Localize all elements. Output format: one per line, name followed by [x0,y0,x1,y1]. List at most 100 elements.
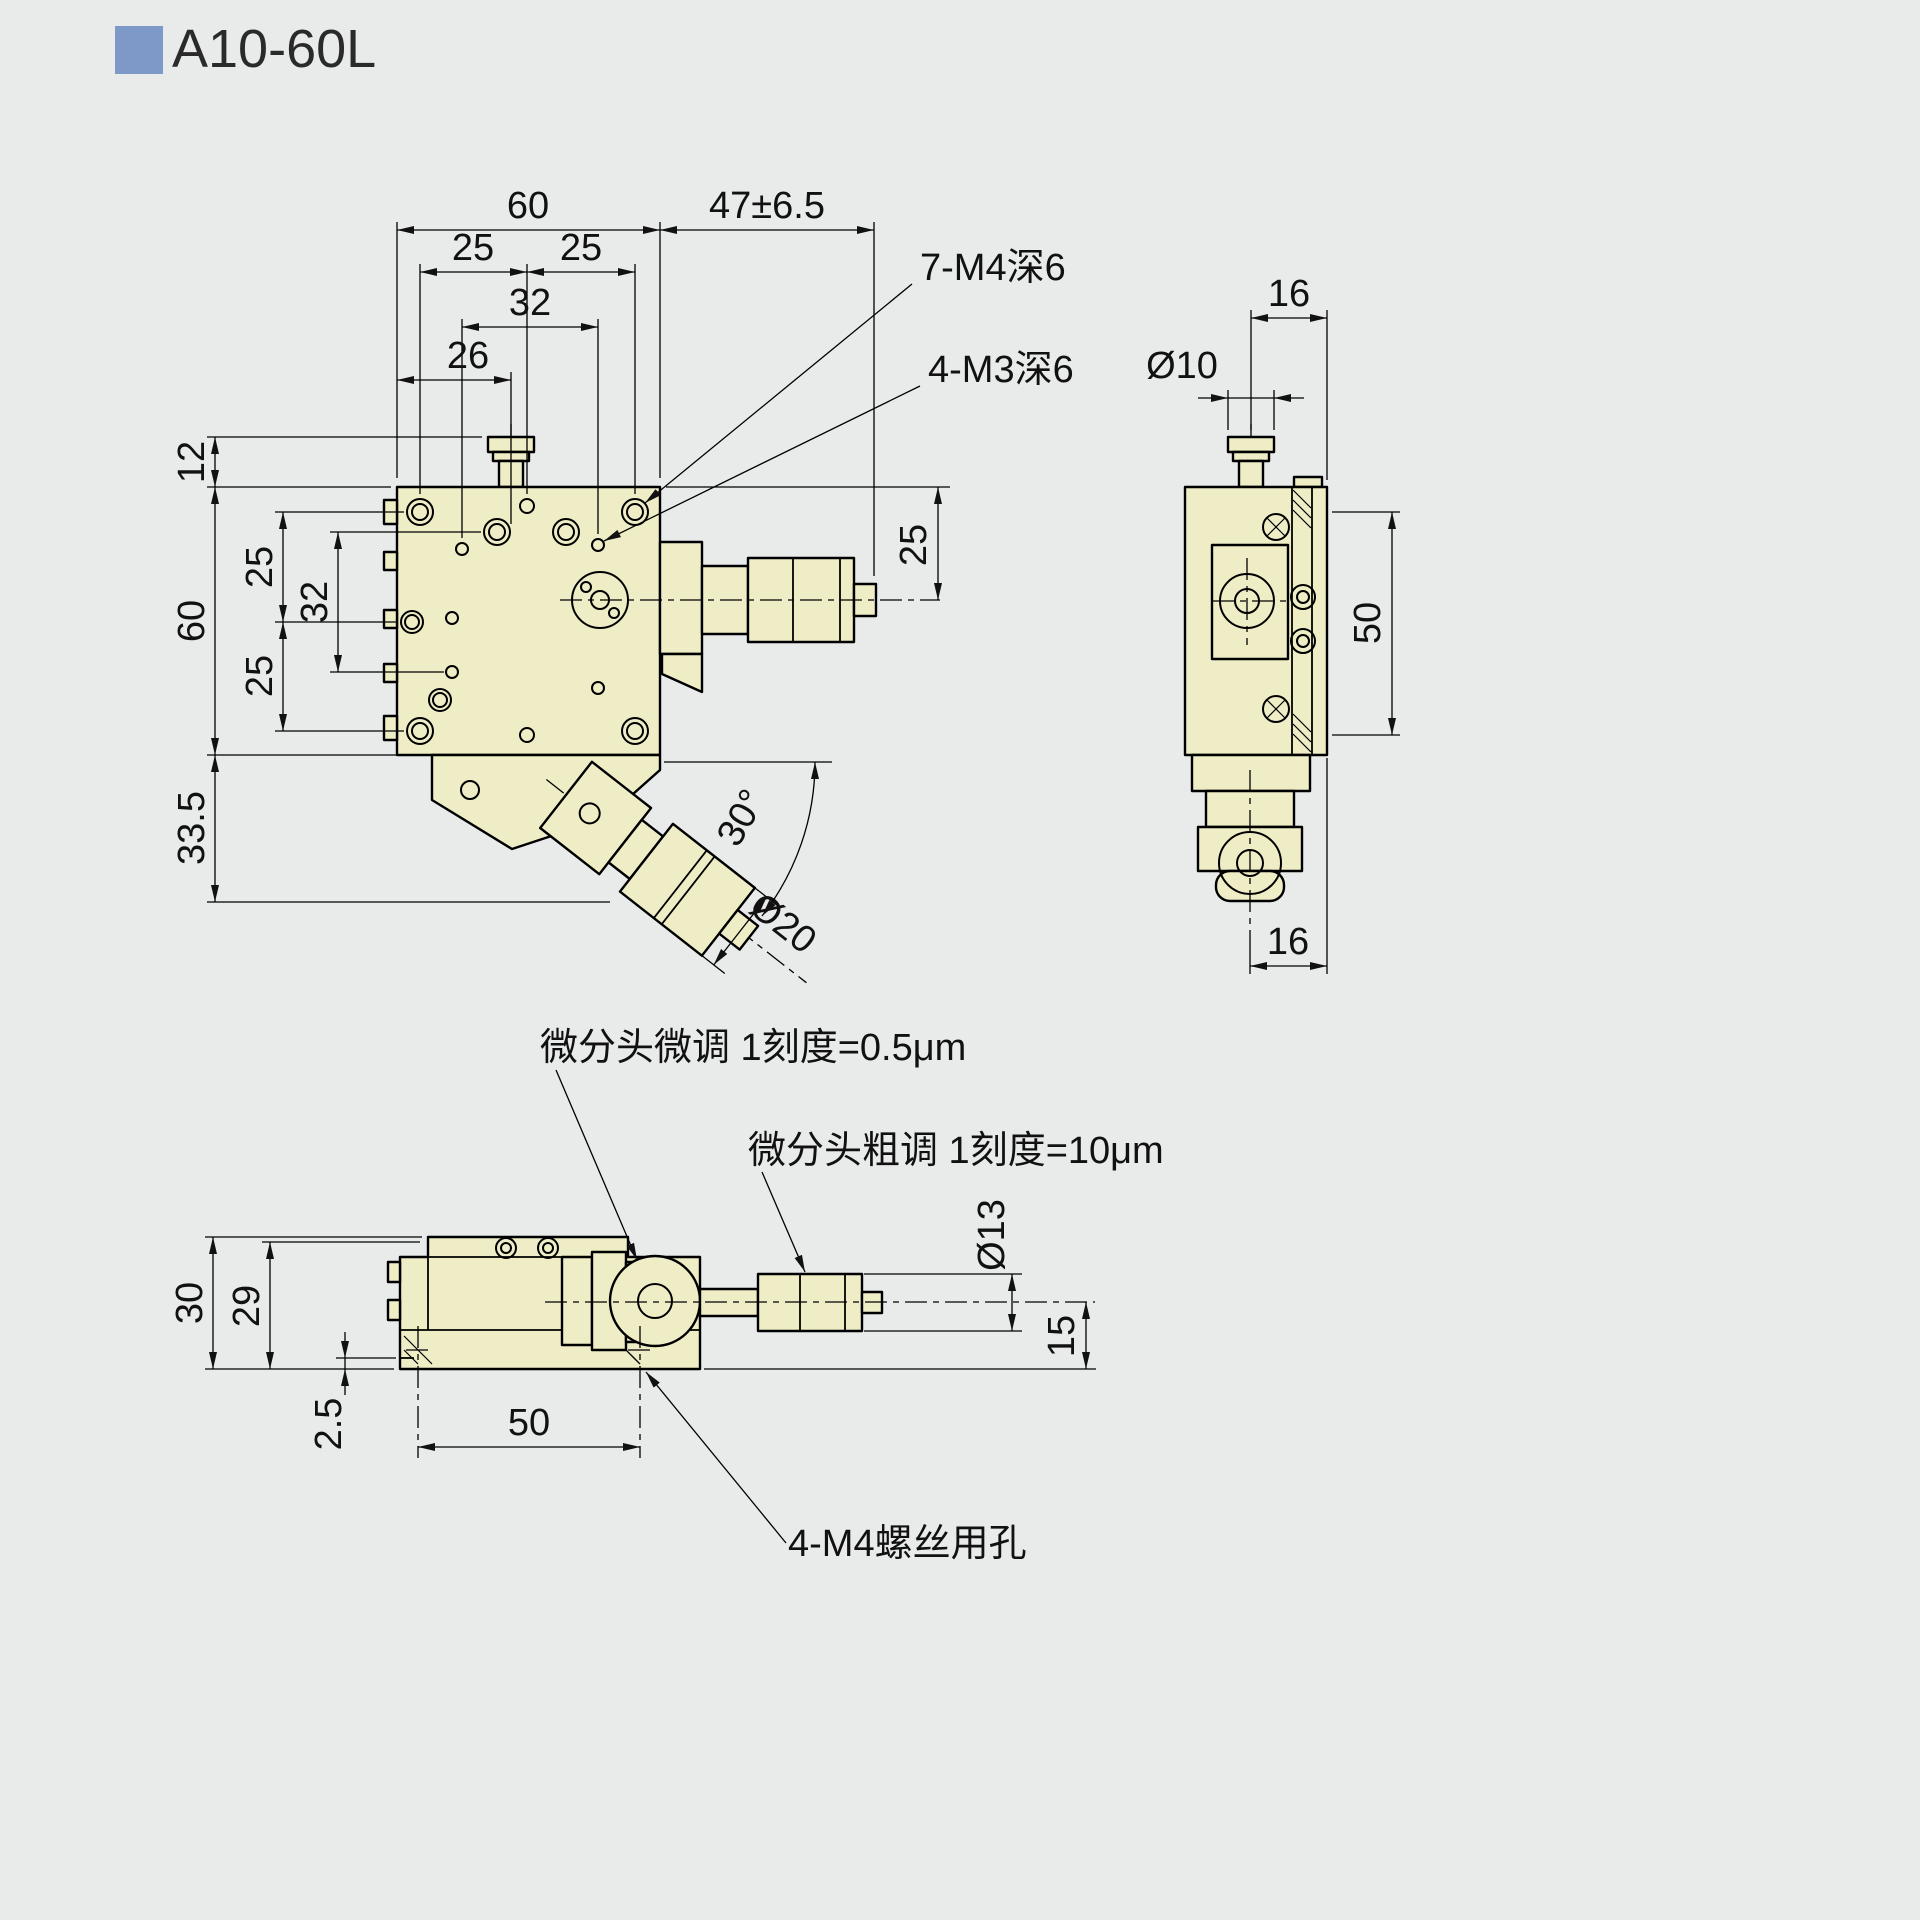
m3-hole [455,542,469,556]
screw-hole [557,523,575,541]
screw-cross [1266,699,1286,719]
leader-line [603,385,921,542]
screw-hole [500,1242,512,1254]
pin-hole [580,581,592,593]
hatch-line [1292,509,1312,529]
hatch-line [1292,499,1312,519]
drive-boss [571,571,629,629]
side-view [1183,424,1329,940]
screw-hole [411,722,429,740]
dim-left-pitch-32: 32 [294,581,336,623]
leader-line [644,283,913,504]
m3-hole [591,538,605,552]
clamp-tab [382,550,399,572]
label-mount-holes: 4-M4螺丝用孔 [788,1523,1027,1565]
drive-hole [590,590,610,610]
rail-lip [1292,475,1324,489]
dim-total-height: 30 [169,1282,211,1324]
dim-body-height: 29 [226,1285,268,1327]
dim-hole-offset-26: 26 [447,335,489,377]
leader-line [761,1171,806,1273]
front-view-dimensions: 60 47±6.5 25 25 32 26 12 60 33.5 25 [171,185,1074,903]
bottom-view-dimensions: 30 29 2.5 50 Ø13 15 微分头微调 1刻度=0.5μm 微分头粗… [169,1027,1164,1565]
screw-hole [1296,634,1310,648]
dim-line [713,896,768,966]
dim-lower-block-height: 33.5 [171,791,213,865]
screw-hole [428,688,452,712]
screw-hole [626,503,644,521]
dim-screw-pitch: 50 [1347,602,1389,644]
label-fine-adjust: 微分头微调 1刻度=0.5μm [540,1027,966,1069]
carriage-plate [1210,543,1290,661]
hatch-line [1292,489,1312,509]
m3-hole [445,611,459,625]
dim-top-offset: 16 [1268,273,1310,315]
screw-hole [404,614,420,630]
screw-hole [1290,584,1316,610]
dim-knob-height: 12 [171,441,213,483]
dim-body-width: 60 [507,185,549,227]
m4-hole [519,498,535,514]
screw-hole [432,692,448,708]
m3-hole [445,665,459,679]
part-edge [653,849,708,919]
bearing-bore [1234,588,1260,614]
clamp-tab [382,714,399,742]
screw-hole [542,1242,554,1254]
screw-hole [400,610,424,634]
leader-line [645,1371,787,1544]
side-view-dimensions: 16 Ø10 50 16 [1146,273,1400,974]
m4-hole [519,727,535,743]
clamp-hole [578,802,601,825]
label-m4-holes: 7-M4深6 [920,247,1066,289]
hatch-line [1292,733,1312,753]
bracket-side [1190,753,1312,793]
dim-bottom-offset: 16 [1267,921,1309,963]
label-coarse-adjust: 微分头粗调 1刻度=10μm [748,1130,1164,1172]
dim-travel: 47±6.5 [709,185,825,227]
clamp-tab [382,662,399,684]
phillips-screw [1262,513,1290,541]
screw-hole [1290,628,1316,654]
micrometer-mount [658,540,704,656]
part-edge [661,855,716,925]
screw-hole [483,518,511,546]
pin-hole [608,607,620,619]
dim-center-height: 15 [1041,1315,1083,1357]
bracket-hole [460,780,480,800]
stage-body [395,485,662,757]
screw-hole [406,498,434,526]
title-accent-square [115,26,163,74]
micrometer-cylinder [560,1255,594,1347]
dim-left-pitch-top: 25 [239,546,281,588]
dim-hole-pitch: 50 [508,1402,550,1444]
leader-line [555,1069,638,1261]
label-m3-holes: 4-M3深6 [928,349,1074,391]
m3-hole [591,681,605,695]
hatch-line [403,1349,419,1365]
knob-flange [1231,450,1271,463]
screw-hole [621,717,649,745]
title-block: A10-60L [115,19,376,79]
screw-hole [495,1237,517,1259]
screw-hole [1296,590,1310,604]
dim-center-height: 25 [893,524,935,566]
screw-hole [488,523,506,541]
screw-hole [537,1237,559,1259]
hatch-line [1292,713,1312,733]
screw-hole [406,717,434,745]
dim-barrel-dia: Ø13 [971,1199,1013,1271]
dim-body-height: 60 [171,600,213,642]
dim-left-pitch-bottom: 25 [239,655,281,697]
screw-hole [411,503,429,521]
screw-cross [1266,517,1286,537]
screw-hole [552,518,580,546]
hatch-line [1292,723,1312,743]
dim-base-lip: 2.5 [308,1398,350,1451]
hatch-line [625,1349,641,1365]
angle-arc [761,761,819,917]
thimble-face [608,1254,702,1348]
clamp-tab [382,608,399,630]
